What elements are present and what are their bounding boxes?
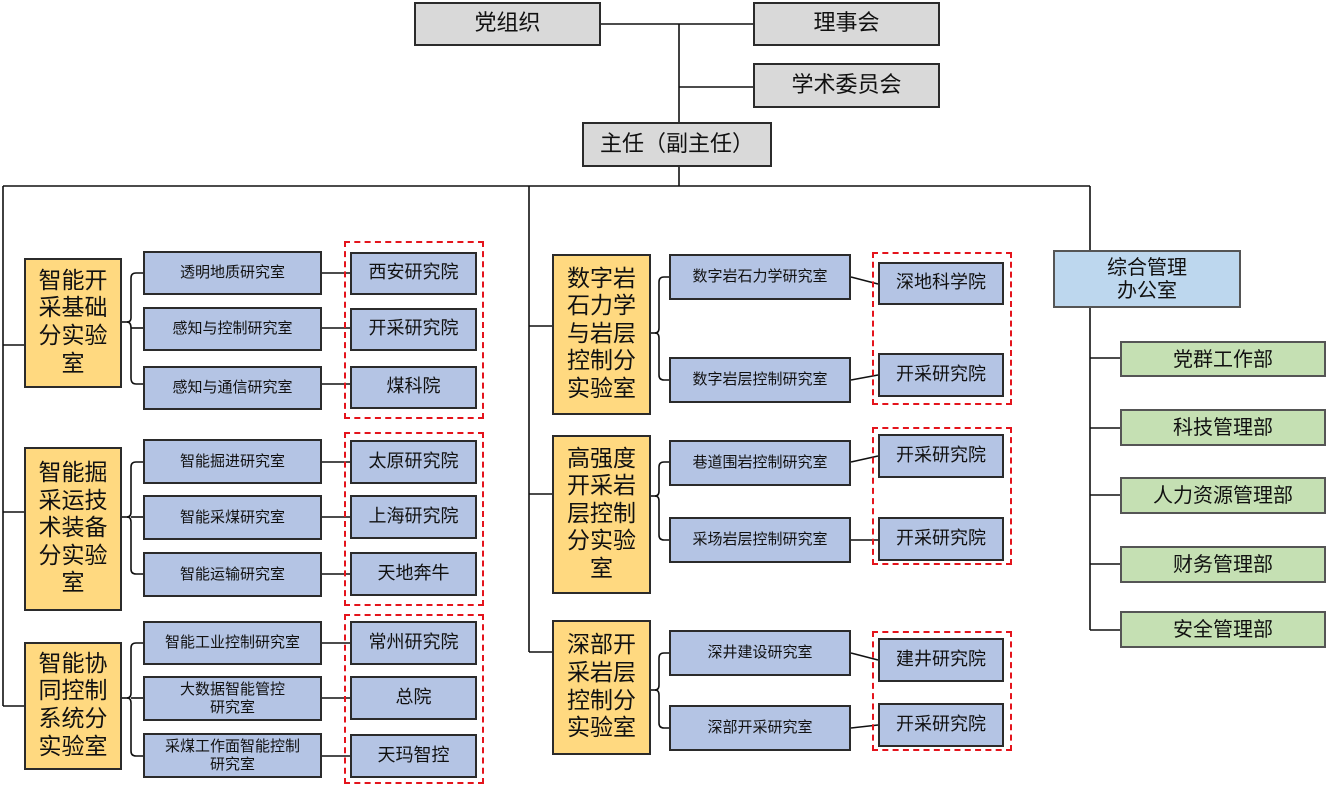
room-big-data-control: 大数据智能管控 研究室 bbox=[143, 676, 322, 721]
dept-finance: 财务管理部 bbox=[1120, 546, 1326, 583]
institute-tianma: 天玛智控 bbox=[350, 734, 477, 778]
institute-shanghai: 上海研究院 bbox=[350, 495, 477, 539]
institute-kaicai-2: 开采研究院 bbox=[878, 353, 1004, 397]
dept-human-resources: 人力资源管理部 bbox=[1120, 477, 1326, 514]
institute-jianjing: 建井研究院 bbox=[878, 638, 1004, 682]
room-intelligent-coal-mining: 智能采煤研究室 bbox=[143, 495, 322, 540]
room-intelligent-industrial-control: 智能工业控制研究室 bbox=[143, 621, 322, 665]
institute-headquarters: 总院 bbox=[350, 676, 477, 720]
room-digital-rock-mechanics: 数字岩石力学研究室 bbox=[669, 254, 851, 300]
institute-meikeyuan: 煤科院 bbox=[350, 366, 477, 409]
council-box: 理事会 bbox=[753, 2, 940, 46]
lab-intelligent-excavation-equipment: 智能掘 采运技 术装备 分实验 室 bbox=[24, 447, 122, 611]
general-management-office: 综合管理 办公室 bbox=[1053, 250, 1241, 308]
room-roadway-surrounding-rock: 巷道围岩控制研究室 bbox=[669, 440, 851, 486]
room-digital-strata-control: 数字岩层控制研究室 bbox=[669, 357, 851, 403]
lab-high-intensity-strata-control: 高强度 开采岩 层控制 分实验 室 bbox=[552, 435, 651, 594]
academic-committee-box: 学术委员会 bbox=[753, 63, 940, 108]
room-deep-shaft-construction: 深井建设研究室 bbox=[669, 630, 851, 676]
dept-tech-management: 科技管理部 bbox=[1120, 409, 1326, 446]
institute-group-5 bbox=[872, 427, 1012, 565]
institute-tiandi-benniu: 天地奔牛 bbox=[350, 552, 477, 596]
party-organization-box: 党组织 bbox=[414, 2, 601, 46]
institute-deep-earth: 深地科学院 bbox=[878, 262, 1004, 305]
lab-intelligent-coordinated-control: 智能协 同控制 系统分 实验室 bbox=[24, 642, 122, 770]
room-coal-face-intelligent-control: 采煤工作面智能控制 研究室 bbox=[143, 733, 322, 778]
institute-kaicai-1: 开采研究院 bbox=[350, 308, 477, 351]
institute-taiyuan: 太原研究院 bbox=[350, 440, 477, 484]
director-box: 主任（副主任） bbox=[582, 122, 772, 167]
room-intelligent-excavation: 智能掘进研究室 bbox=[143, 439, 322, 484]
institute-kaicai-5: 开采研究院 bbox=[878, 703, 1004, 747]
lab-intelligent-mining-foundation: 智能开 采基础 分实验 室 bbox=[24, 258, 122, 388]
institute-group-3 bbox=[344, 614, 484, 784]
dept-party-masses: 党群工作部 bbox=[1120, 341, 1326, 377]
institute-group-2 bbox=[344, 432, 484, 606]
room-deep-mining: 深部开采研究室 bbox=[669, 705, 851, 751]
room-stope-strata-control: 采场岩层控制研究室 bbox=[669, 517, 851, 563]
institute-group-1 bbox=[344, 241, 484, 419]
institute-kaicai-4: 开采研究院 bbox=[878, 517, 1004, 561]
institute-group-6 bbox=[872, 631, 1012, 751]
room-sensing-control: 感知与控制研究室 bbox=[143, 307, 322, 351]
room-sensing-communication: 感知与通信研究室 bbox=[143, 366, 322, 410]
room-transparent-geology: 透明地质研究室 bbox=[143, 251, 322, 295]
lab-deep-mining-strata-control: 深部开 采岩层 控制分 实验室 bbox=[552, 620, 651, 755]
institute-xian: 西安研究院 bbox=[350, 252, 477, 295]
lab-digital-rock-mechanics: 数字岩 石力学 与岩层 控制分 实验室 bbox=[552, 254, 651, 415]
institute-group-4 bbox=[872, 252, 1012, 405]
room-intelligent-transport: 智能运输研究室 bbox=[143, 552, 322, 597]
institute-kaicai-3: 开采研究院 bbox=[878, 434, 1004, 478]
institute-changzhou: 常州研究院 bbox=[350, 621, 477, 665]
dept-safety: 安全管理部 bbox=[1120, 611, 1326, 648]
